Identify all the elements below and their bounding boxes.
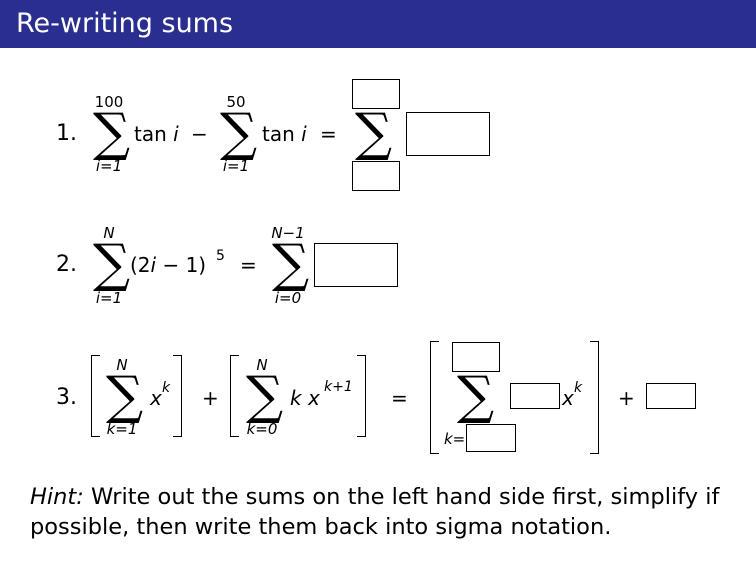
p3-answer-coefficient-box[interactable]: [510, 383, 560, 409]
p3-answer-upper-limit-box[interactable]: [452, 342, 500, 372]
p3-sum2-sigma: ∑: [246, 366, 284, 426]
p3-answer-constant-box[interactable]: [646, 383, 696, 409]
p2-sum2-sigma: ∑: [272, 234, 310, 294]
p2-answer-summand-box[interactable]: [314, 243, 398, 287]
p1-answer-lower-limit-box[interactable]: [352, 161, 400, 191]
p1-sum1-sigma: ∑: [93, 103, 131, 163]
p3-equals: =: [391, 386, 408, 410]
p2-sum1-exp: 5: [216, 248, 225, 264]
p2-sum2-upper: N−1: [271, 224, 305, 242]
p1-answer-summand-box[interactable]: [406, 112, 490, 156]
p3-plus: +: [202, 386, 219, 410]
hint-label: Hint:: [30, 484, 84, 510]
p1-sum2-lower: i=1: [222, 157, 250, 175]
p3-plus2: +: [618, 386, 635, 410]
p1-sum1-upper: 100: [94, 93, 124, 111]
p3-sum2-body: k x: [290, 386, 320, 410]
p2-equals: =: [240, 253, 257, 277]
hint-text: Write out the sums on the left hand side…: [30, 484, 720, 540]
p3-sum3-exp: k: [574, 380, 583, 396]
p1-answer-upper-limit-box[interactable]: [352, 79, 400, 109]
p3-sum1-lower: k=1: [106, 420, 138, 438]
title-bar: Re-writing sums: [0, 0, 756, 48]
p3-bracket3-right: [590, 341, 599, 454]
p3-sum2-exp: k+1: [324, 379, 353, 395]
p3-answer-lower-limit-box[interactable]: [466, 424, 516, 452]
p3-bracket3-left: [430, 341, 439, 454]
p1-sum1-lower: i=1: [95, 157, 123, 175]
p1-equals: =: [320, 122, 337, 146]
p1-sum2-body: tan i: [262, 122, 307, 146]
p2-sum1-lower: i=1: [95, 289, 123, 307]
p2-sum1-upper: N: [103, 224, 115, 242]
p3-sum2-upper: N: [256, 356, 268, 374]
p2-sum2-lower: i=0: [274, 289, 302, 307]
problem-2-number: 2.: [56, 252, 77, 277]
slide-title: Re-writing sums: [16, 8, 234, 39]
problem-1-number: 1.: [56, 121, 77, 146]
p3-bracket1-right: [173, 355, 182, 437]
hint-paragraph: Hint: Write out the sums on the left han…: [30, 482, 730, 542]
p3-bracket2-right: [357, 355, 366, 437]
p3-sum2-lower: k=0: [246, 420, 278, 438]
p1-sum2-sigma: ∑: [220, 103, 258, 163]
p3-bracket1-left: [91, 355, 100, 437]
p3-answer-sigma: ∑: [457, 366, 495, 426]
p3-sum1-upper: N: [116, 356, 128, 374]
problem-3-number: 3.: [56, 385, 77, 410]
p2-sum1-body: (2i − 1): [130, 253, 207, 277]
p1-answer-sigma: ∑: [355, 103, 393, 163]
p3-bracket2-left: [230, 355, 239, 437]
p2-sum1-sigma: ∑: [93, 234, 131, 294]
p1-minus: −: [191, 122, 208, 146]
p3-sum1-sigma: ∑: [106, 366, 144, 426]
p3-sum3-body: x: [562, 386, 574, 410]
p3-sum1-body: x: [150, 386, 162, 410]
p3-sum1-exp: k: [162, 380, 171, 396]
p1-sum1-body: tan i: [134, 122, 179, 146]
p3-answer-lower-prefix: k=: [444, 430, 466, 448]
p1-sum2-upper: 50: [226, 93, 246, 111]
